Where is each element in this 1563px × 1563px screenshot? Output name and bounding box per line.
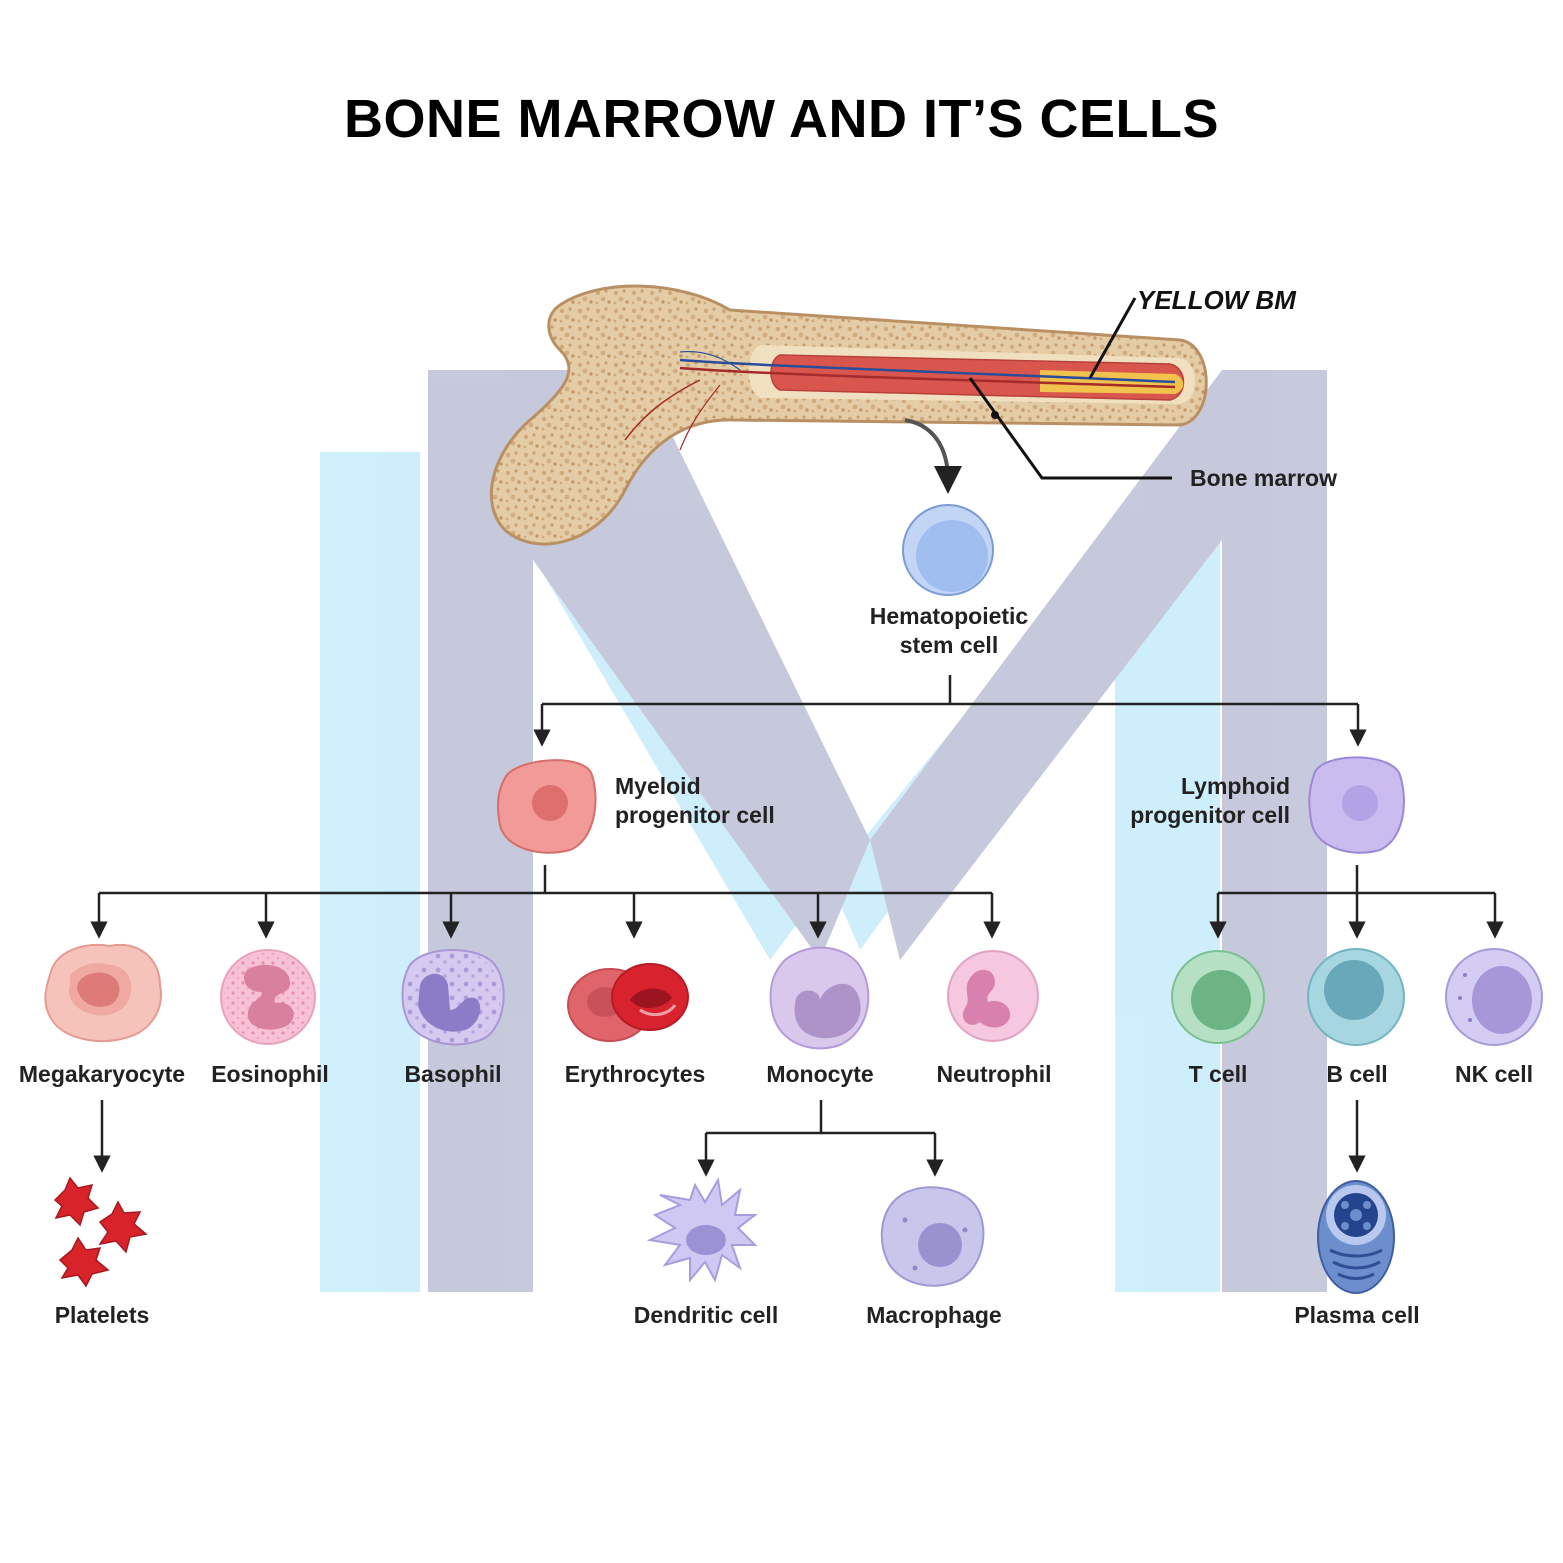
erythrocytes-label: Erythrocytes (564, 1061, 706, 1087)
stem-cell-icon (902, 504, 994, 596)
megakaryocyte-icon (44, 943, 162, 1042)
macrophage-icon (880, 1186, 985, 1287)
dendritic-cell-icon (646, 1177, 758, 1283)
megakaryocyte-label: Megakaryocyte (18, 1061, 186, 1087)
stem-cell-label-line2: stem cell (899, 632, 999, 658)
yellow-marrow (1040, 370, 1184, 394)
lymphoid-progenitor-icon (1308, 756, 1405, 854)
eosinophil-icon (220, 949, 316, 1045)
platelets-icon (53, 1176, 148, 1288)
bone-to-stem-arrow (904, 418, 962, 494)
nk-cell-label: NK cell (1455, 1061, 1533, 1087)
page-title: BONE MARROW AND IT’S CELLS (344, 89, 1219, 149)
platelets-label: Platelets (54, 1302, 150, 1328)
basophil-label: Basophil (404, 1061, 502, 1087)
plasma-cell-label: Plasma cell (1294, 1302, 1420, 1328)
macrophage-label: Macrophage (866, 1302, 1002, 1328)
t-cell-label: T cell (1188, 1061, 1248, 1087)
erythrocytes-icon (567, 963, 689, 1042)
b-cell-icon (1307, 948, 1405, 1046)
myeloid-label-line2: progenitor cell (615, 802, 775, 828)
lymphoid-label: Lymphoid progenitor cell (1090, 772, 1290, 830)
plasma-cell-icon (1317, 1180, 1395, 1294)
myeloid-progenitor-icon (496, 759, 597, 854)
myeloid-label-line1: Myeloid (615, 773, 701, 799)
watermark-logo (320, 370, 1327, 1292)
myeloid-label: Myeloid progenitor cell (615, 772, 775, 830)
b-cell-label: B cell (1326, 1061, 1388, 1087)
stem-cell-label: Hematopoietic stem cell (840, 602, 1058, 660)
lymphoid-label-line2: progenitor cell (1130, 802, 1290, 828)
eosinophil-label: Eosinophil (211, 1061, 329, 1087)
monocyte-icon (769, 946, 870, 1050)
yellow-bm-label: YELLOW BM (1137, 285, 1296, 315)
stem-cell-label-line1: Hematopoietic (869, 603, 1029, 629)
monocyte-label: Monocyte (766, 1061, 874, 1087)
basophil-icon (401, 949, 505, 1046)
nk-cell-icon (1445, 948, 1543, 1046)
yellow-bm-leader (1088, 297, 1137, 379)
bone-marrow-label: Bone marrow (1190, 465, 1337, 491)
neutrophil-label: Neutrophil (936, 1061, 1052, 1087)
lymphoid-label-line1: Lymphoid (1180, 773, 1290, 799)
dendritic-cell-label: Dendritic cell (633, 1302, 779, 1328)
lineage-connectors (90, 675, 1504, 1177)
neutrophil-icon (947, 950, 1039, 1042)
t-cell-icon (1171, 950, 1265, 1044)
bone-illustration (489, 284, 1208, 546)
